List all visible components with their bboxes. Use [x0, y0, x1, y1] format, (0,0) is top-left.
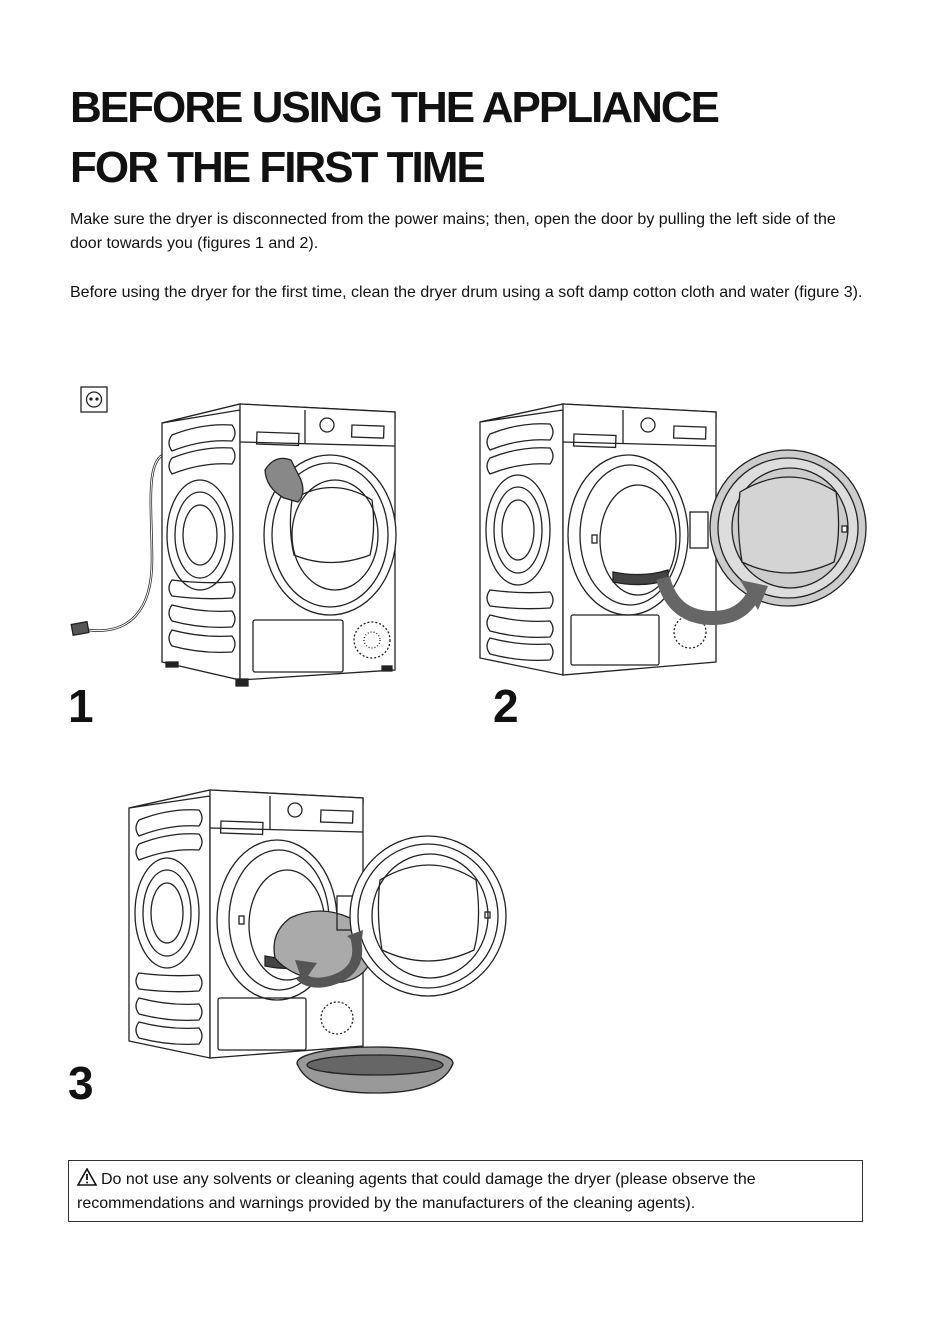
figure-1-illustration — [70, 386, 397, 687]
warning-text: Do not use any solvents or cleaning agen… — [77, 1171, 756, 1212]
rotation-arrow-icon — [656, 576, 762, 626]
power-socket-icon — [80, 386, 108, 413]
instruction-paragraph-2: Before using the dryer for the first tim… — [70, 284, 863, 301]
circular-arrow-icon — [296, 934, 363, 988]
page-title: BEFORE USING THE APPLIANCE FOR THE FIRST… — [70, 78, 720, 198]
power-cable — [87, 452, 166, 632]
warning-triangle-icon — [77, 1168, 97, 1186]
figure-2-illustration — [479, 403, 867, 676]
figure-number-2: 2 — [493, 680, 519, 732]
instruction-paragraph-1: Make sure the dryer is disconnected from… — [70, 211, 836, 252]
title-line-2: FOR THE FIRST TIME — [70, 143, 486, 192]
warning-box: Do not use any solvents or cleaning agen… — [68, 1160, 863, 1222]
hand-icon — [264, 457, 304, 503]
figure-number-1: 1 — [68, 680, 94, 732]
figure-3-illustration — [128, 789, 507, 1094]
title-line-1: BEFORE USING THE APPLIANCE — [70, 83, 720, 132]
figure-number-3: 3 — [68, 1057, 94, 1109]
